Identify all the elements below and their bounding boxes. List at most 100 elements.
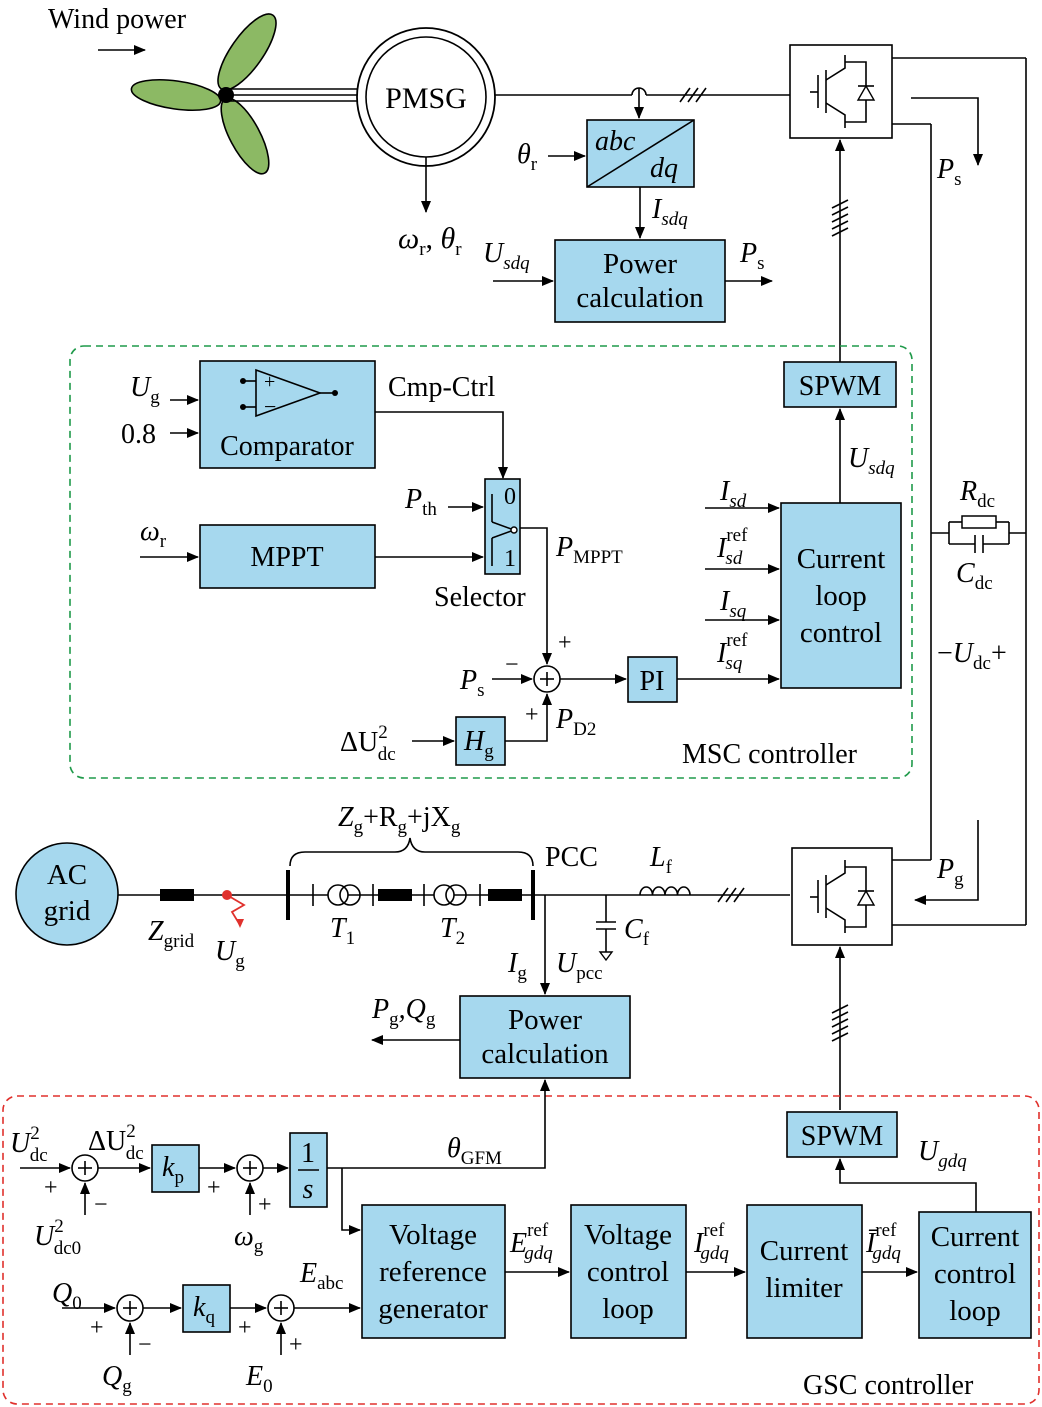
isq-input: Isq — [719, 586, 747, 622]
upcc-label: Upcc — [556, 948, 603, 984]
gsc-sum-reactive — [116, 1294, 144, 1322]
svg-text:generator: generator — [378, 1293, 488, 1325]
pg-qg-output: Pg,Qg — [371, 994, 436, 1030]
ps-dc-label: Ps — [936, 154, 962, 190]
ug-comparator-input: Ug — [130, 372, 160, 408]
svg-text:AC: AC — [47, 859, 87, 891]
wg-input: ωg — [234, 1221, 264, 1257]
svg-text:+: + — [264, 371, 275, 393]
ug-fault-label: Ug — [215, 936, 245, 972]
current-loop-control-block: Current loop control — [780, 502, 902, 689]
udc-polarity: −Udc+ — [937, 638, 1007, 674]
cmp-ctrl-label: Cmp-Ctrl — [388, 372, 496, 403]
svg-text:kp: kp — [162, 1152, 184, 1188]
theta-r-input: θr — [517, 139, 538, 175]
gsc-spwm: SPWM — [786, 1111, 898, 1158]
svg-text:control: control — [800, 617, 882, 649]
lf-label: Lf — [649, 842, 673, 878]
svg-text:1: 1 — [301, 1138, 315, 1169]
svg-text:Voltage: Voltage — [584, 1219, 672, 1251]
abc-dq-transform: abc dq — [586, 119, 695, 188]
svg-text:Comparator: Comparator — [220, 431, 354, 462]
svg-text:−: − — [264, 394, 276, 419]
t1-label: T1 — [330, 913, 355, 949]
msc-converter — [789, 44, 893, 139]
pmsg-label: PMSG — [385, 82, 467, 115]
svg-text:SPWM: SPWM — [799, 371, 882, 402]
current-limiter-block: Current limiter — [746, 1204, 863, 1339]
msc-summing-junction — [533, 665, 561, 693]
voltage-reference-generator-block: Voltage reference generator — [361, 1204, 506, 1339]
filter-inductor — [639, 880, 745, 903]
ac-grid: AC grid — [15, 842, 119, 946]
svg-text:reference: reference — [379, 1256, 487, 1288]
dc-capacitor-resistor — [931, 515, 1026, 553]
dc-link — [892, 57, 1027, 926]
cdc-label: Cdc — [956, 558, 993, 594]
gsc-sum2-plus-bottom: + — [258, 1192, 272, 1218]
svg-text:grid: grid — [44, 895, 91, 927]
ig-label: Ig — [507, 948, 527, 984]
line-impedance-brace — [289, 837, 534, 867]
svg-text:PI: PI — [640, 666, 665, 697]
e0-input: E0 — [245, 1361, 273, 1397]
kp-block: kp — [151, 1144, 200, 1193]
svg-text:s: s — [303, 1174, 314, 1205]
usdq-input: Usdq — [483, 238, 530, 274]
svg-text:Current: Current — [931, 1221, 1020, 1253]
t2-label: T2 — [440, 913, 465, 949]
wind-power-label: Wind power — [48, 4, 187, 35]
ps-output: Ps — [739, 238, 765, 274]
gsc-sum3-plus: + — [90, 1315, 104, 1341]
svg-text:calculation: calculation — [576, 282, 704, 314]
wr-theta-output: ωr, θr — [398, 222, 462, 260]
generator-output-line — [495, 87, 790, 119]
svg-text:control: control — [587, 1256, 669, 1288]
svg-text:loop: loop — [602, 1293, 654, 1325]
svg-text:Power: Power — [508, 1004, 582, 1036]
selector-switch: 0 1 — [484, 478, 521, 575]
pth-label: Pth — [404, 484, 437, 520]
msc-spwm: SPWM — [783, 361, 897, 408]
theta-gfm-label: θGFM — [447, 1133, 502, 1169]
pi-block: PI — [627, 656, 678, 703]
gsc-sum3-minus: − — [138, 1332, 152, 1358]
pmsg-generator: PMSG — [356, 27, 496, 167]
comparator-block: + − Comparator — [199, 360, 376, 469]
ps-sum-input: Ps — [459, 665, 485, 701]
svg-text:SPWM: SPWM — [801, 1121, 884, 1152]
gsc-sum4-plus-left: + — [238, 1315, 252, 1341]
isdq-label: Isdq — [651, 194, 688, 230]
transformer-t1 — [312, 884, 374, 906]
usdq-msc-label: Usdq — [848, 443, 895, 479]
svg-text:loop: loop — [815, 580, 867, 612]
svg-text:dq: dq — [650, 153, 678, 184]
q0-input: Q0 — [52, 1278, 82, 1314]
ugdq-label: Ugdq — [918, 1136, 967, 1172]
gsc-controller-label: GSC controller — [803, 1370, 974, 1401]
svg-text:Current: Current — [797, 543, 886, 575]
voltage-control-loop-block: Voltage control loop — [570, 1204, 687, 1339]
svg-text:1: 1 — [504, 546, 516, 572]
svg-text:0: 0 — [504, 484, 516, 510]
turbine-blades — [130, 13, 277, 175]
turbine-shaft — [226, 88, 368, 102]
msc-signal-hash — [831, 199, 849, 237]
svg-text:limiter: limiter — [765, 1272, 843, 1304]
filter-capacitor — [596, 895, 616, 962]
eabc-label: Eabc — [299, 1258, 343, 1294]
sum-msc-plus-bottom: + — [525, 702, 539, 728]
isd-input: Isd — [719, 476, 747, 512]
svg-text:Voltage: Voltage — [389, 1219, 477, 1251]
power-calculation-top: Power calculation — [554, 239, 726, 323]
gsc-signal-hash — [831, 1004, 849, 1042]
gsc-sum1-minus: − — [94, 1192, 108, 1218]
